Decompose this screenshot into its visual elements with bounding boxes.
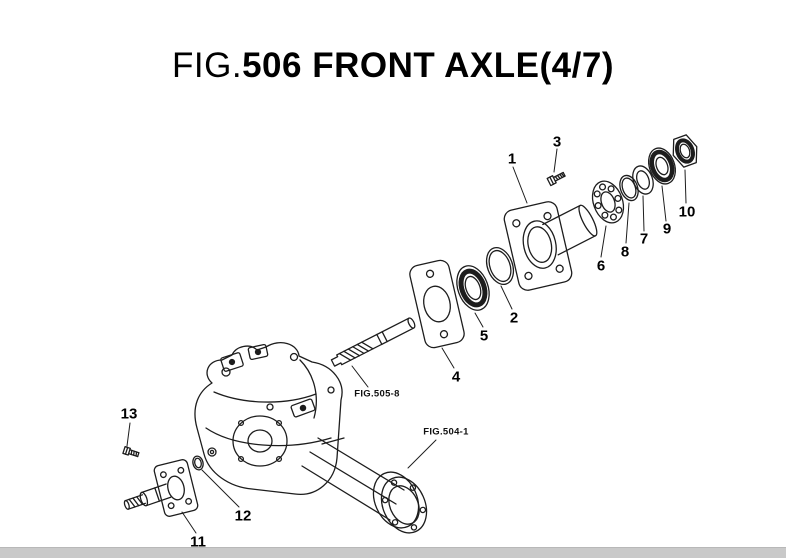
callout-10: 10 [678, 203, 696, 221]
callout-6: 6 [596, 257, 606, 275]
part-13-bolt-drawing [122, 446, 140, 458]
callout-11: 11 [190, 533, 206, 551]
part-10-nut-drawing [672, 134, 698, 168]
page-title: FIG.506 FRONT AXLE(4/7) [0, 47, 786, 86]
part-5-bearing-drawing [456, 265, 490, 311]
callout-1: 1 [507, 150, 517, 168]
callout-4: 4 [451, 368, 461, 386]
callout-2: 2 [509, 309, 519, 327]
figure-number-prefix: FIG. [172, 46, 243, 86]
callout-5: 5 [479, 327, 489, 345]
part-2-o-ring-drawing [485, 246, 515, 286]
figure-title-text: 506 FRONT AXLE(4/7) [242, 46, 614, 86]
splined-input-shaft-drawing [330, 317, 416, 367]
callout-12: 12 [234, 507, 252, 525]
part-7-washer-drawing [632, 165, 654, 195]
part-3-bolt-drawing [546, 171, 566, 187]
callout-7: 7 [639, 230, 649, 248]
callout-3: 3 [552, 133, 562, 151]
part-6-ball-bearing-drawing [591, 180, 625, 224]
part-4-gasket-plate-drawing [409, 259, 465, 349]
window-bottom-edge [0, 547, 786, 558]
figure-ref-505-8: FIG.505-8 [354, 388, 400, 400]
callout-9: 9 [662, 220, 672, 238]
figure-ref-504-1: FIG.504-1 [423, 426, 469, 438]
axle-housing-drawing [194, 342, 343, 495]
part-1-retainer-flange-drawing [503, 201, 573, 291]
leader-lines [126, 148, 687, 534]
part-1-retainer-tube-drawing [542, 204, 598, 256]
part-11-shaft-flange-drawing [123, 459, 199, 517]
part-12-o-ring-drawing [192, 455, 204, 471]
callout-8: 8 [620, 243, 630, 261]
callout-13: 13 [120, 405, 138, 423]
part-9-seal-drawing [648, 147, 676, 185]
axle-tube-flange-drawing [301, 437, 428, 534]
